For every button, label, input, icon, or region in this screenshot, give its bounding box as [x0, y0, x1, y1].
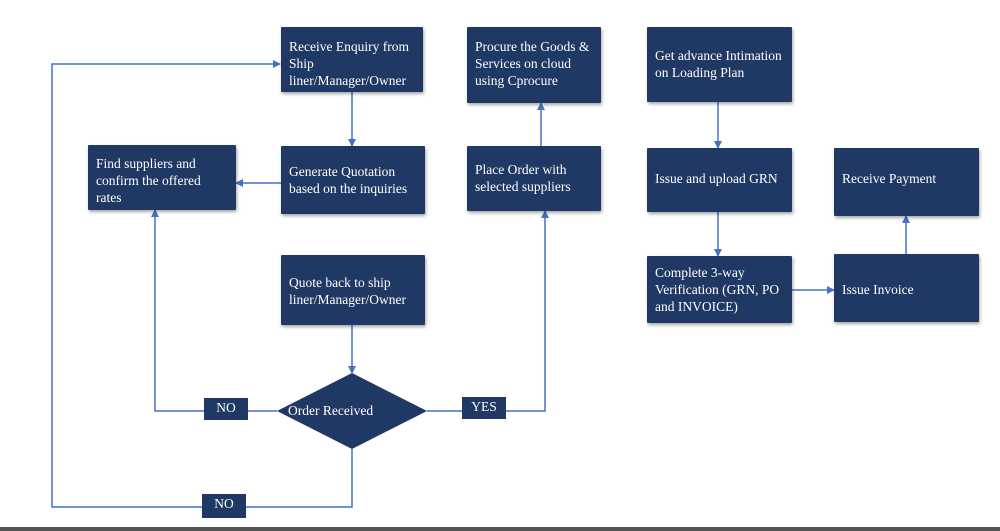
- node-generate-quotation: Generate Quotation based on the inquirie…: [281, 146, 425, 214]
- node-advance-intimation-text: Get advance Intimation on Loading Plan: [655, 48, 782, 80]
- node-quote-back-text: Quote back to ship liner/Manager/Owner: [289, 275, 406, 307]
- label-no-bottom: NO: [202, 494, 246, 518]
- label-no-left: NO: [204, 398, 248, 420]
- node-receive-payment-text: Receive Payment: [842, 171, 937, 186]
- node-find-suppliers-text: Find suppliers and confirm the offered r…: [96, 156, 201, 205]
- node-procure-goods: Procure the Goods & Services on cloud us…: [467, 27, 601, 103]
- node-verification: Complete 3-way Verification (GRN, PO and…: [647, 256, 792, 323]
- label-yes: YES: [462, 397, 506, 419]
- node-generate-quotation-text: Generate Quotation based on the inquirie…: [289, 164, 408, 196]
- node-find-suppliers: Find suppliers and confirm the offered r…: [88, 145, 236, 210]
- node-receive-enquiry-text: Receive Enquiry from Ship liner/Manager/…: [289, 39, 409, 88]
- bottom-border: [0, 527, 1000, 531]
- node-place-order: Place Order with selected suppliers: [467, 146, 601, 211]
- node-quote-back: Quote back to ship liner/Manager/Owner: [281, 255, 425, 325]
- node-procure-goods-text: Procure the Goods & Services on cloud us…: [475, 39, 590, 88]
- node-verification-text: Complete 3-way Verification (GRN, PO and…: [655, 265, 780, 314]
- order-received-diamond: [277, 373, 427, 449]
- node-issue-invoice: Issue Invoice: [834, 254, 979, 322]
- node-place-order-text: Place Order with selected suppliers: [475, 162, 571, 194]
- node-advance-intimation: Get advance Intimation on Loading Plan: [647, 27, 792, 102]
- node-receive-enquiry: Receive Enquiry from Ship liner/Manager/…: [281, 27, 423, 92]
- node-receive-payment: Receive Payment: [834, 148, 979, 216]
- edge-decision-no-to-enquiry: [51, 60, 353, 508]
- node-issue-invoice-text: Issue Invoice: [842, 282, 914, 297]
- node-issue-grn-text: Issue and upload GRN: [655, 171, 778, 186]
- node-order-received-text: Order Received: [288, 403, 374, 418]
- edge-decision-yes-to-place-order: [427, 210, 549, 412]
- node-issue-grn: Issue and upload GRN: [647, 148, 792, 212]
- edge-decision-no-to-suppliers: [151, 209, 277, 412]
